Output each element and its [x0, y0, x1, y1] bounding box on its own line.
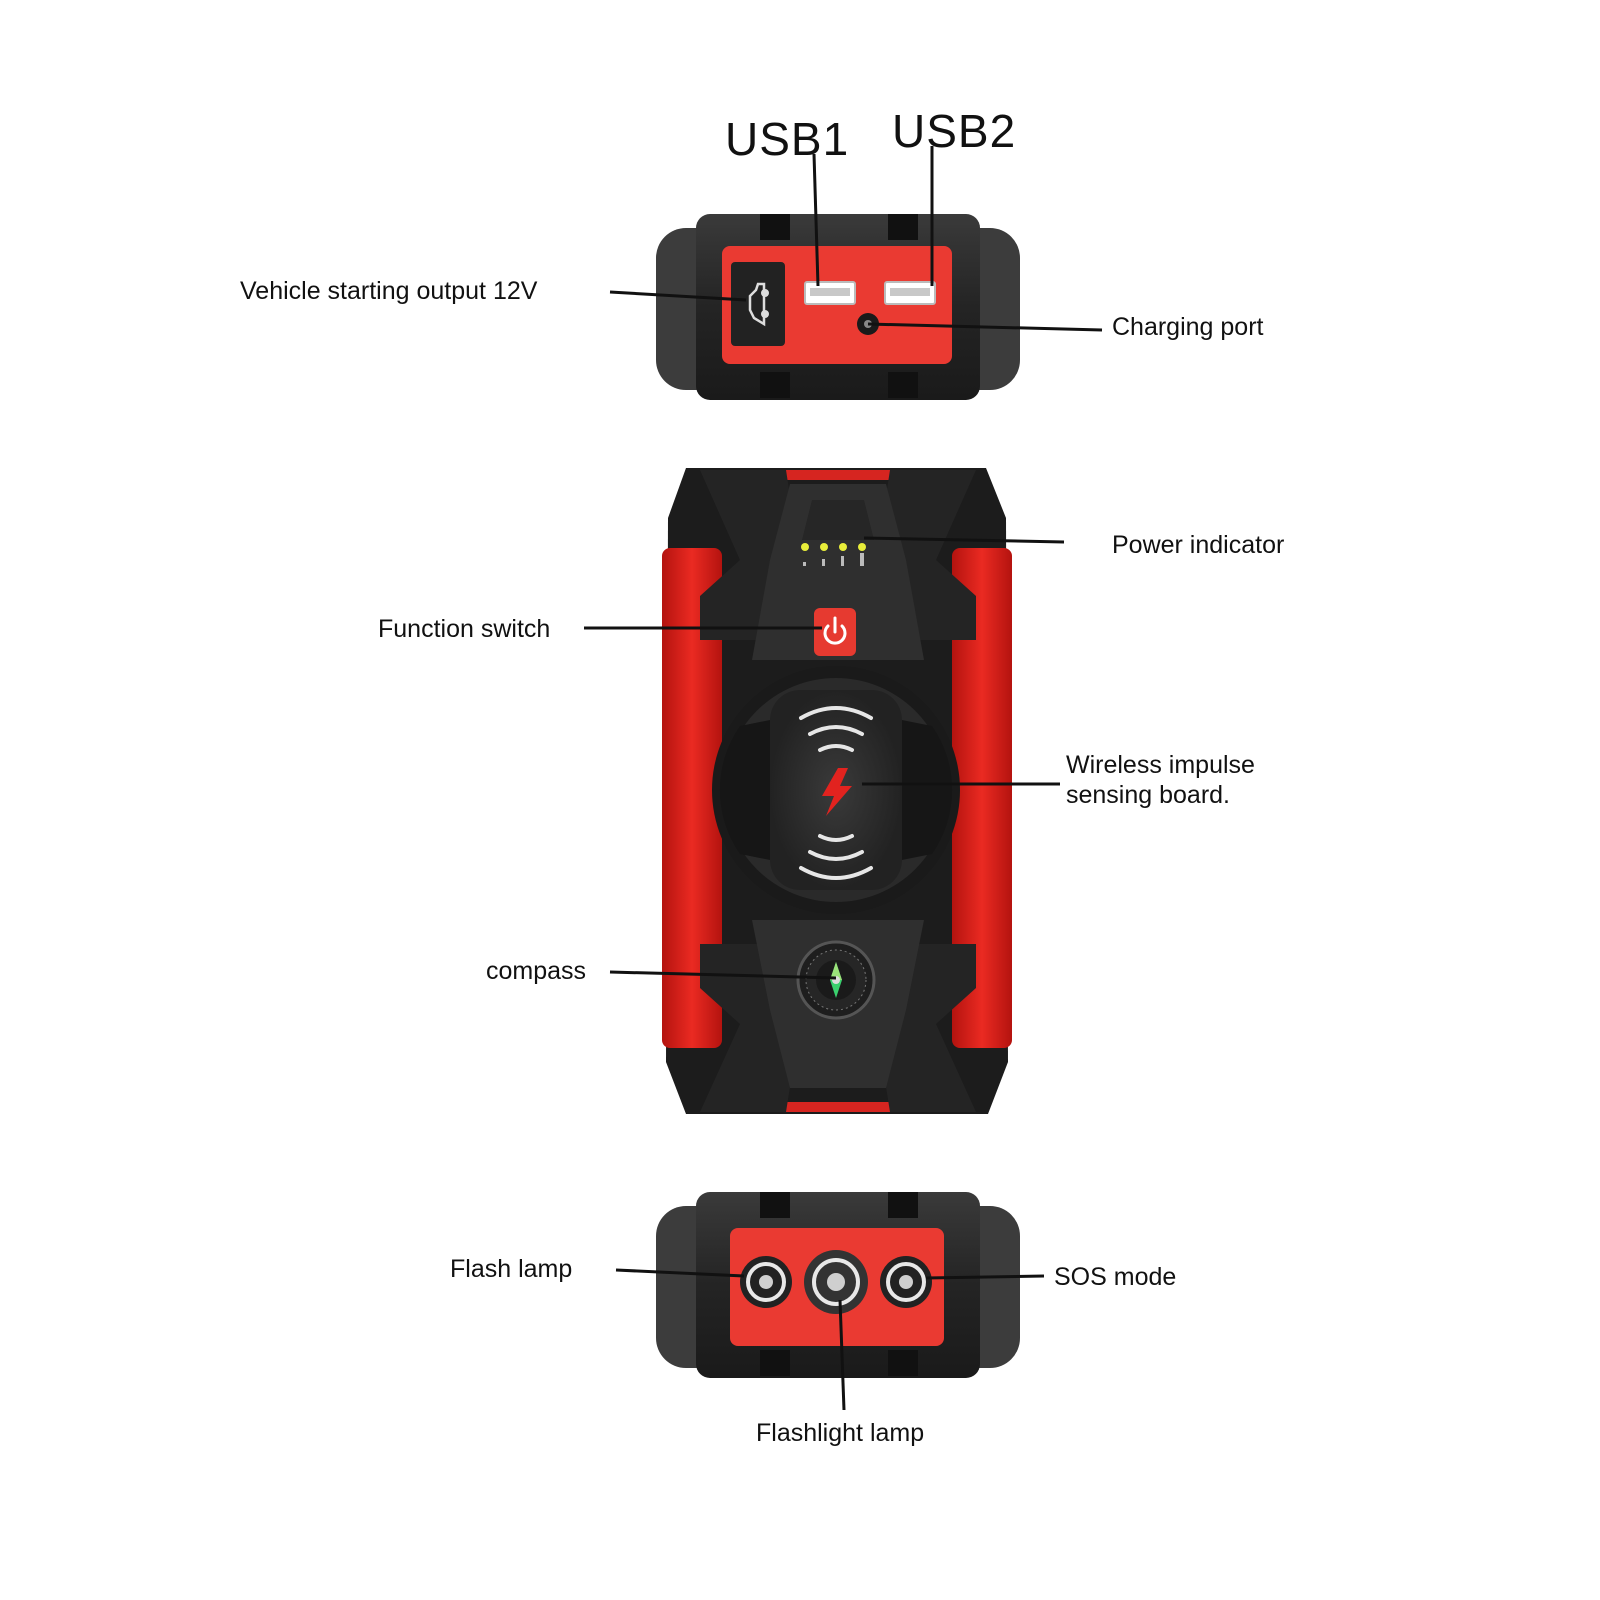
indicator-led-1 [801, 543, 809, 551]
charging-port-label: Charging port [1112, 313, 1264, 341]
flashlight-leader [838, 1299, 846, 1411]
compass-icon [796, 940, 876, 1020]
wireless-charging-icon [799, 706, 873, 880]
car-icon [748, 282, 769, 327]
vehicle-output-label: Vehicle starting output 12V [240, 277, 538, 305]
vehicle-output-socket [731, 262, 785, 346]
sos-lamp [880, 1256, 932, 1308]
function-switch-label: Function switch [378, 615, 551, 643]
power-indicator-label: Power indicator [1112, 531, 1285, 559]
leader-lines [584, 146, 1103, 1411]
usb1-leader [812, 153, 820, 287]
power-indicator-leader [863, 536, 1065, 544]
usb1-label: USB1 [725, 113, 850, 165]
wireless-label-line1: Wireless impulse [1066, 751, 1255, 779]
flash-lamp-leader [615, 1268, 745, 1278]
indicator-led-2 [820, 543, 828, 551]
compass-label: compass [486, 957, 587, 985]
wireless-label-line2: sensing board. [1066, 781, 1231, 809]
front-view [662, 468, 1012, 1114]
top-view [656, 214, 1020, 400]
power-icon [823, 616, 847, 645]
usb2-label: USB2 [892, 105, 1017, 157]
indicator-led-3 [839, 543, 847, 551]
flashlight-lamp [804, 1250, 868, 1314]
flash-lamp-label: Flash lamp [450, 1255, 573, 1283]
lightning-icon [822, 768, 852, 816]
charging-port-leader [867, 322, 1103, 332]
sos-leader [925, 1274, 1045, 1280]
vehicle-output-leader [609, 290, 747, 302]
flashlight-lamp-label: Flashlight lamp [756, 1419, 925, 1447]
indicator-led-4 [858, 543, 866, 551]
sos-mode-label: SOS mode [1054, 1263, 1177, 1291]
power-indicator-leds [801, 543, 866, 566]
compass-leader [609, 970, 837, 980]
bottom-view [656, 1192, 1020, 1378]
flash-lamp [740, 1256, 792, 1308]
